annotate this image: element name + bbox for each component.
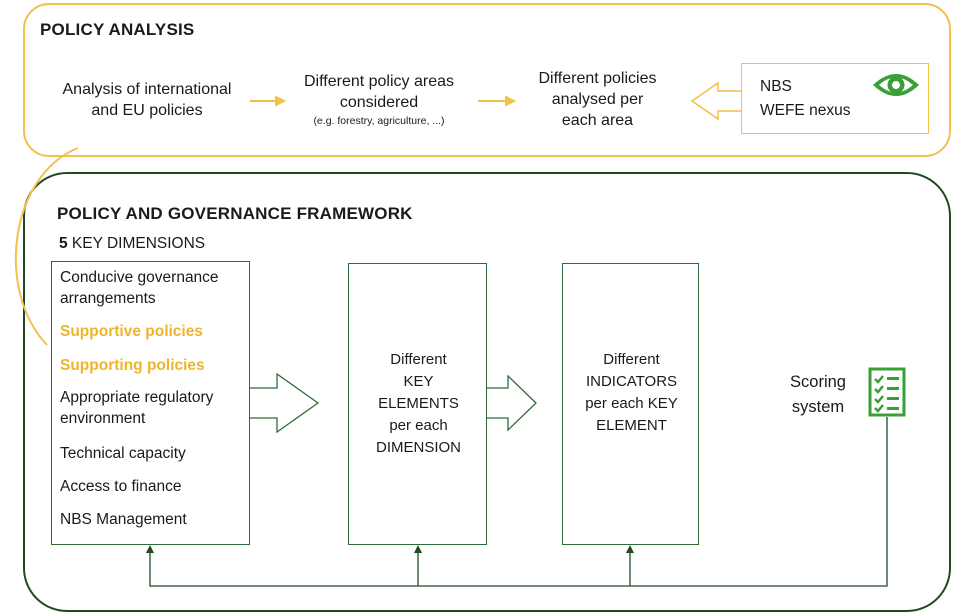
dimension-line: Appropriate regulatory [60,389,214,406]
scoring-system-label: Scoring system [775,370,861,420]
key-elements-text: Different KEY ELEMENTS per each DIMENSIO… [349,349,488,459]
indicators-line: INDICATORS [585,373,678,390]
step-policy-areas-line1: Different policy areas [304,73,454,90]
dimension-regulatory-environment: Appropriate regulatory environment [60,387,213,429]
step-policy-areas: Different policy areas considered (e.g. … [284,71,474,129]
step-policies-line1: Different policies [538,70,657,87]
checklist-icon [868,367,906,417]
step-policies-line2: analysed per [551,91,644,108]
policy-analysis-panel [23,3,951,157]
dimension-supporting-policies: Supporting policies [60,357,205,374]
dimension-technical-capacity: Technical capacity [60,445,186,462]
indicators-line: Different [603,351,660,368]
indicators-text: Different INDICATORS per each KEY ELEMEN… [563,349,700,437]
step-policy-areas-note: (e.g. forestry, agriculture, ...) [313,115,445,127]
key-elements-line: DIMENSION [375,439,461,456]
eye-icon [873,74,919,96]
step-policy-areas-line2: considered [339,94,419,111]
indicators-line: ELEMENT [596,417,667,434]
key-dimensions-box: Conducive governance arrangements Suppor… [51,261,250,545]
key-elements-line: ELEMENTS [378,395,459,412]
step-policies-analysed: Different policies analysed per each are… [515,68,680,131]
step-analysis-line2: and EU policies [91,102,203,119]
key-dimensions-heading: 5 KEY DIMENSIONS [59,235,205,253]
scoring-line2: system [791,398,845,416]
indicators-line: per each KEY [585,395,678,412]
key-elements-line: KEY [403,373,434,390]
step-policies-line3: each area [561,112,634,129]
dimension-line: Conducive governance [60,269,219,286]
governance-framework-title: POLICY AND GOVERNANCE FRAMEWORK [57,204,413,223]
dimension-nbs-management: NBS Management [60,511,187,528]
key-elements-line: Different [390,351,447,368]
dimension-line: arrangements [60,290,156,307]
policy-analysis-title: POLICY ANALYSIS [40,20,195,39]
wefe-nexus-label: WEFE nexus [760,102,851,119]
dimension-supportive-policies: Supportive policies [60,323,203,340]
dimension-access-to-finance: Access to finance [60,478,182,495]
step-analysis-line1: Analysis of international [62,81,232,98]
key-elements-line: per each [389,417,448,434]
indicators-box: Different INDICATORS per each KEY ELEMEN… [562,263,699,545]
key-elements-box: Different KEY ELEMENTS per each DIMENSIO… [348,263,487,545]
step-analysis-policies: Analysis of international and EU policie… [40,79,254,121]
dimension-governance-arrangements: Conducive governance arrangements [60,267,219,309]
nbs-wefe-lens-box: NBS WEFE nexus [741,63,929,134]
governance-framework-panel [23,172,951,612]
key-dimensions-count: 5 [59,235,68,252]
nbs-label: NBS [760,78,792,95]
scoring-line1: Scoring [790,373,846,391]
dimension-line: environment [60,410,146,427]
key-dimensions-label: KEY DIMENSIONS [67,235,206,252]
